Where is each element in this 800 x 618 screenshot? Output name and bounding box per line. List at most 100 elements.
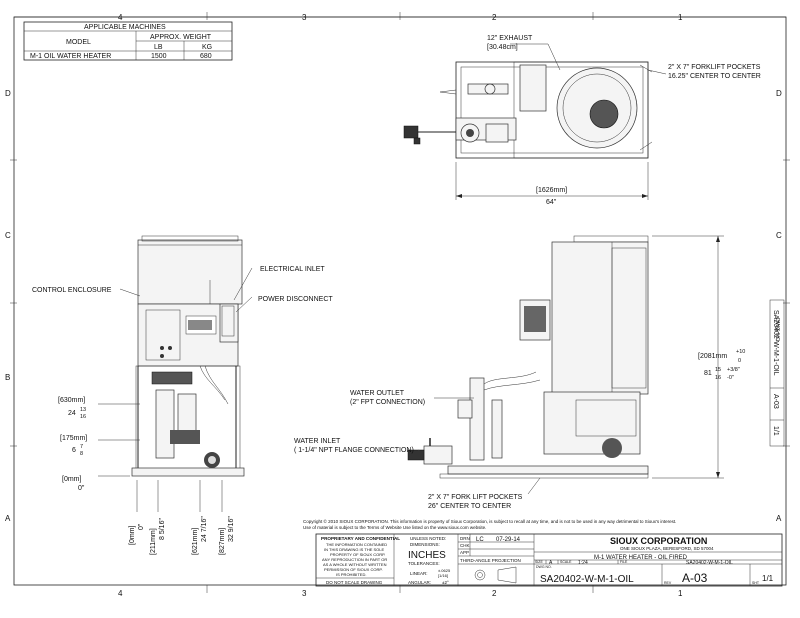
front-b211-mm: [211mm]	[150, 528, 157, 555]
zone-top-3: 3	[302, 13, 307, 22]
side-height-tol-in-up: +3/8"	[727, 367, 740, 373]
side-water-outlet: WATER OUTLET	[350, 390, 405, 397]
side-strip-sht: 1/1	[772, 426, 779, 436]
front-b211-in: 8 5/16"	[159, 518, 166, 540]
front-b827-in: 32 9/16"	[228, 516, 235, 542]
top-width-in: 64"	[546, 199, 557, 206]
machines-table: APPLICABLE MACHINES MODEL APPROX. WEIGHT…	[23, 21, 233, 61]
tb-date-val: 07-29-14	[496, 537, 521, 543]
front-h630-mm: [630mm]	[58, 397, 85, 404]
side-height-mm: [2081mm	[698, 353, 727, 360]
zone-bottom-2: 2	[492, 589, 497, 598]
zone-left-d: D	[5, 89, 11, 98]
tb-size-lbl: SIZE	[535, 560, 543, 564]
tb-angular-val: ±2°	[442, 580, 449, 585]
tb-sht-lbl: SHT	[752, 581, 760, 585]
tb-prop-body-6: IS PROHIBITED.	[336, 572, 366, 577]
tb-drn-lbl: DRN	[460, 536, 470, 541]
tb-file-lbl: FILE	[620, 560, 628, 564]
tb-dwg-val: SA20402-W-M-1-OIL	[540, 574, 634, 585]
tb-chk-lbl: CHK	[460, 543, 470, 548]
tb-drn-val: LC	[476, 537, 484, 543]
projection-symbol	[474, 566, 517, 584]
top-exhaust-label: 12" EXHAUST	[487, 35, 533, 42]
front-h175-num: 7	[80, 444, 83, 450]
front-b0-mm: [0mm]	[129, 526, 136, 546]
zone-right-c: C	[776, 231, 782, 240]
front-b621-mm: [621mm]	[192, 528, 199, 555]
side-fork-label: 2" X 7" FORK LIFT POCKETS	[428, 494, 523, 501]
side-water-inlet: WATER INLET	[294, 438, 341, 445]
side-view: WATER OUTLET (2" FPT CONNECTION) WATER I…	[294, 235, 745, 510]
tb-angular: ANGULAR:	[408, 580, 431, 585]
front-electrical-inlet: ELECTRICAL INLET	[260, 266, 325, 273]
tb-prop-body-5: PERMISSION OF SIOUX CORP.	[324, 567, 383, 572]
front-h175-mm: [175mm]	[60, 435, 87, 442]
side-height-tol-up: +10	[736, 349, 745, 355]
machines-col-model: MODEL	[66, 39, 91, 46]
front-view: CONTROL ENCLOSURE ELECTRICAL INLET POWER…	[32, 235, 333, 555]
side-height-tol-in-dn: -0"	[727, 375, 734, 381]
tb-prop-body-1: IN THIS DRAWING IS THE SOLE	[324, 547, 384, 552]
top-exhaust-size: [30.48cm]	[487, 44, 518, 51]
front-b827-mm: [827mm]	[219, 528, 226, 555]
tb-rev-lbl: REV	[664, 581, 672, 585]
title-block: PROPRIETARY AND CONFIDENTIAL THE INFORMA…	[315, 533, 783, 587]
zone-right-d: D	[776, 89, 782, 98]
front-h630-den: 16	[80, 414, 86, 420]
zone-left-c: C	[5, 231, 11, 240]
tb-prop-body-4: AS A WHOLE WITHOUT WRITTEN	[323, 562, 387, 567]
zone-top-1: 1	[678, 13, 683, 22]
tb-prop-body-3: ANY REPRODUCTION IN PART OR	[322, 557, 387, 562]
tb-address: ONE SIOUX PLAZA, BERESFORD, SD 57004	[620, 546, 714, 551]
machines-col-kg: KG	[202, 44, 212, 51]
tb-tolerances: TOLERANCES:	[408, 561, 440, 566]
zone-left-a: A	[5, 514, 11, 523]
tb-prop-head: PROPRIETARY AND CONFIDENTIAL	[321, 536, 400, 541]
front-b621-in: 24 7/16"	[201, 516, 208, 542]
top-width-mm: [1626mm]	[536, 187, 567, 194]
tb-do-not-scale: DO NOT SCALE DRAWING	[326, 580, 383, 585]
side-height-frac-num: 15	[715, 367, 721, 373]
tb-dwg-lbl: DWG NO.	[536, 565, 552, 569]
zone-bottom-1: 1	[678, 589, 683, 598]
tb-file-val: SA20402-W-M-1-OIL	[686, 560, 733, 566]
front-h175-den: 8	[80, 451, 83, 457]
tb-unless: UNLESS NOTED:	[410, 536, 446, 541]
tb-company: SIOUX CORPORATION	[610, 536, 707, 546]
side-strip-rev: A-03	[772, 394, 779, 409]
side-strip-label: DWG NO.	[774, 318, 780, 343]
machines-row-lb: 1500	[151, 53, 167, 60]
copyright-line-1: Copyright © 2010 SIOUX CORPORATION. This…	[303, 518, 676, 524]
machines-table-title: APPLICABLE MACHINES	[84, 24, 166, 31]
front-h0-mm: [0mm]	[62, 476, 82, 483]
machines-col-lb: LB	[154, 44, 163, 51]
tb-app-lbl: APP	[460, 550, 469, 555]
machines-row-model: M-1 OIL WATER HEATER	[30, 53, 111, 60]
machines-row-kg: 680	[200, 53, 212, 60]
tb-drawing-title: M-1 WATER HEATER - OIL FIRED	[594, 555, 688, 561]
tb-dims: DIMENSIONS:	[410, 542, 440, 547]
side-strip-dwg: SA20402-W-M-1-OIL	[772, 310, 779, 376]
front-power-disconnect: POWER DISCONNECT	[258, 296, 333, 303]
tb-units: INCHES	[408, 550, 446, 561]
front-h630-num: 13	[80, 407, 86, 413]
zone-right-a: A	[776, 514, 782, 523]
front-h0-in: 0"	[78, 485, 85, 492]
side-height-tol-dn: 0	[738, 358, 741, 364]
zone-left-b: B	[5, 373, 10, 382]
zone-top-4: 4	[118, 13, 123, 22]
top-fork-center: 16.25" CENTER TO CENTER	[668, 73, 761, 80]
tb-size-val: A	[549, 560, 553, 566]
side-height-frac-den: 16	[715, 375, 721, 381]
tb-prop-body-0: THE INFORMATION CONTAINED	[326, 542, 387, 547]
machines-col-weight: APPROX. WEIGHT	[150, 34, 212, 41]
tb-projection: THIRD-ANGLE PROJECTION	[460, 558, 521, 563]
front-control-enclosure: CONTROL ENCLOSURE	[32, 287, 112, 294]
border-frame	[10, 12, 790, 593]
front-h630-in: 24	[68, 410, 76, 417]
top-view: 12" EXHAUST [30.48cm] 2" X 7" FORKLIFT P…	[403, 35, 761, 206]
side-fork-center: 26" CENTER TO CENTER	[428, 503, 511, 510]
zone-bottom-4: 4	[118, 589, 123, 598]
